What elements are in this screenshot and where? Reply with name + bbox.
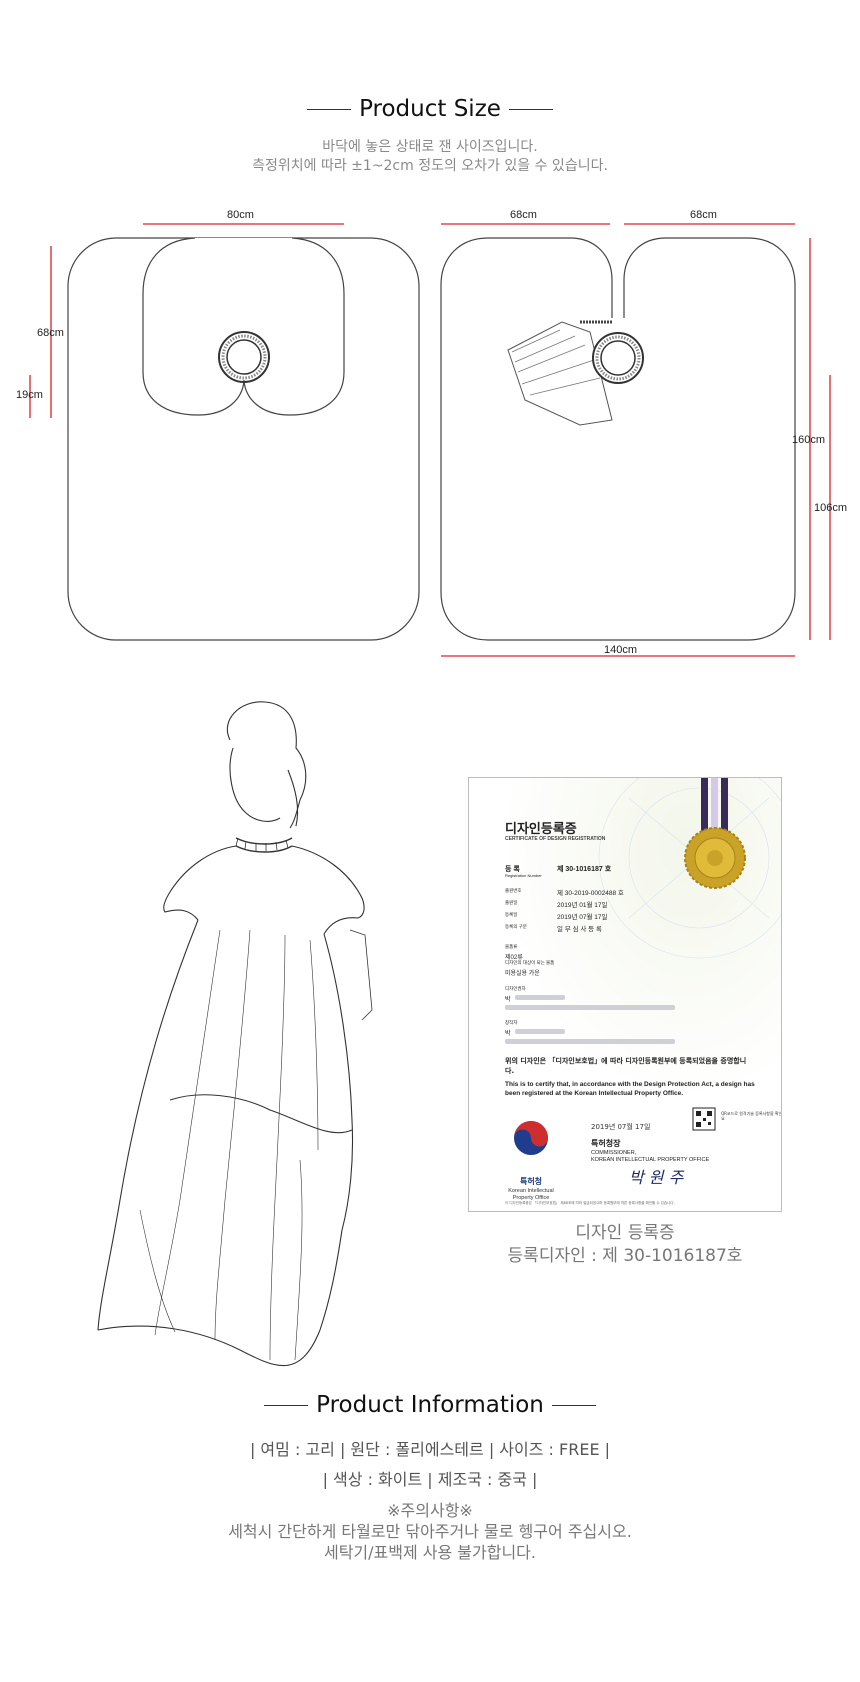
- cert-article-value: 미용실용 가운: [505, 971, 540, 977]
- dim-back-lower-height: 106cm: [814, 502, 848, 514]
- cert-title-en: CERTIFICATE OF DESIGN REGISTRATION: [505, 836, 606, 842]
- cert-filing-date: 2019년 01월 17일: [557, 902, 608, 909]
- cert-reg-no: 제 30-1016187 호: [557, 866, 612, 873]
- cert-body-en: This is to certify that, in accordance w…: [505, 1081, 755, 1097]
- info-line1: | 여밈 : 고리 | 원단 : 폴리에스테르 | 사이즈 : FREE |: [249, 1440, 611, 1459]
- title-rule-left: [307, 109, 352, 110]
- dim-back-total-height: 160cm: [792, 434, 826, 446]
- cert-article-label: 디자인의 대상이 되는 물품: [505, 960, 555, 965]
- dim-back-total-width: 140cm: [604, 644, 638, 656]
- cert-reg-label: 등 록: [505, 866, 520, 873]
- info-section-title: Product Information: [0, 1392, 860, 1418]
- front-yoke-outline: [142, 237, 345, 416]
- cert-owner-name: 박: [505, 997, 511, 1003]
- info-rule-left: [264, 1405, 309, 1406]
- cert-office-en: Korean Intellectual Property Office: [495, 1188, 567, 1202]
- qr-code-icon: [692, 1107, 716, 1131]
- front-neck-ring-outer: [218, 331, 270, 383]
- cert-owner-name-redacted: [515, 995, 565, 1000]
- cert-issue-date: 2019년 07월 17일: [591, 1123, 651, 1131]
- cert-commissioner-en1: COMMISSIONER,: [591, 1150, 637, 1156]
- cert-class-label: 물품류: [505, 944, 518, 949]
- back-cape-outline: [440, 237, 796, 641]
- cert-qr-note: QR코드로 원격기술 등록사항을 확인하세요: [721, 1111, 782, 1121]
- front-neck-ring-inner: [226, 339, 262, 375]
- kipo-emblem-icon: [514, 1121, 548, 1155]
- cert-creator-name-redacted: [515, 1029, 565, 1034]
- dim-front-neck-drop: 19cm: [16, 389, 43, 401]
- cert-type-value: 일 부 심 사 등 록: [557, 926, 602, 933]
- cape-size-diagram: [29, 223, 831, 657]
- cert-commissioner-en: COMMISSIONER, KOREAN INTELLECTUAL PROPER…: [591, 1150, 709, 1164]
- dim-front-width: 80cm: [227, 209, 254, 221]
- cert-creator-name: 박: [505, 1031, 511, 1037]
- cert-commissioner-en2: KOREAN INTELLECTUAL PROPERTY OFFICE: [591, 1157, 710, 1163]
- cert-signature: 박 원 주: [629, 1168, 684, 1187]
- cert-app-label: 출원번호: [505, 888, 522, 893]
- cert-app-no: 제 30-2019-0002488 호: [557, 890, 624, 897]
- size-title-text: Product Size: [359, 96, 501, 122]
- back-neck-ring-inner: [600, 340, 636, 376]
- cert-caption-line1: 디자인 등록증: [575, 1223, 675, 1243]
- cert-reg-label-en: Registration Number: [505, 873, 542, 878]
- cert-title-ko: 디자인등록증: [505, 822, 577, 837]
- person-outline: [97, 701, 373, 1367]
- cert-office-en2: Property Office: [512, 1195, 550, 1201]
- cert-office-en1: Korean Intellectual: [508, 1188, 554, 1194]
- gold-seal-icon: [684, 827, 746, 889]
- cert-owner-label: 디자인권자: [505, 986, 526, 991]
- front-neck-ring-band: [221, 334, 267, 380]
- dimension-lines: [29, 223, 831, 657]
- certificate-background: [469, 778, 781, 1211]
- cert-office-ko: 특허청: [519, 1177, 543, 1186]
- dim-back-left-width: 68cm: [510, 209, 537, 221]
- back-ruffle: [507, 321, 613, 426]
- cert-type-label: 등록의 구분: [505, 924, 527, 929]
- back-neck-ring-band: [595, 335, 641, 381]
- cert-creator-address-redacted: [505, 1039, 675, 1044]
- cert-footer: 이 디자인등록증은 「디자인보호법」 제88조에 따라 발급되었으며 등록원부에…: [505, 1201, 675, 1205]
- design-registration-certificate: 디자인등록증 CERTIFICATE OF DESIGN REGISTRATIO…: [468, 777, 782, 1212]
- size-section-title: Product Size: [0, 96, 860, 122]
- info-title-text: Product Information: [316, 1392, 544, 1418]
- cert-reg-date: 2019년 07월 17일: [557, 914, 608, 921]
- caution-title: ※주의사항※: [387, 1501, 473, 1520]
- dim-back-right-width: 68cm: [690, 209, 717, 221]
- title-rule-right: [508, 109, 553, 110]
- cert-class-value: 제02류: [505, 955, 523, 961]
- cert-commissioner-ko: 특허청장: [591, 1139, 621, 1148]
- size-note-line1: 바닥에 놓은 상태로 잰 사이즈입니다.: [322, 139, 538, 155]
- caution-line1: 세척시 간단하게 타월로만 닦아주거나 물로 헹구어 주십시오.: [228, 1522, 632, 1541]
- cert-caption-line2: 등록디자인 : 제 30-1016187호: [507, 1246, 743, 1266]
- size-note-line2: 측정위치에 따라 ±1~2cm 정도의 오차가 있을 수 있습니다.: [252, 158, 608, 174]
- caution-line2: 세탁기/표백제 사용 불가합니다.: [323, 1543, 536, 1562]
- cert-filing-label: 출원일: [505, 900, 518, 905]
- cert-reg-date-label: 등록일: [505, 912, 518, 917]
- info-line2: | 색상 : 화이트 | 제조국 : 중국 |: [322, 1470, 538, 1489]
- cert-creator-label: 창작자: [505, 1020, 518, 1025]
- dim-front-height: 68cm: [37, 327, 64, 339]
- cert-body-ko: 위의 디자인은 「디자인보호법」에 따라 디자인등록원부에 등록되었음을 증명합…: [505, 1057, 747, 1075]
- cert-owner-address-redacted: [505, 1005, 675, 1010]
- info-rule-right: [551, 1405, 596, 1406]
